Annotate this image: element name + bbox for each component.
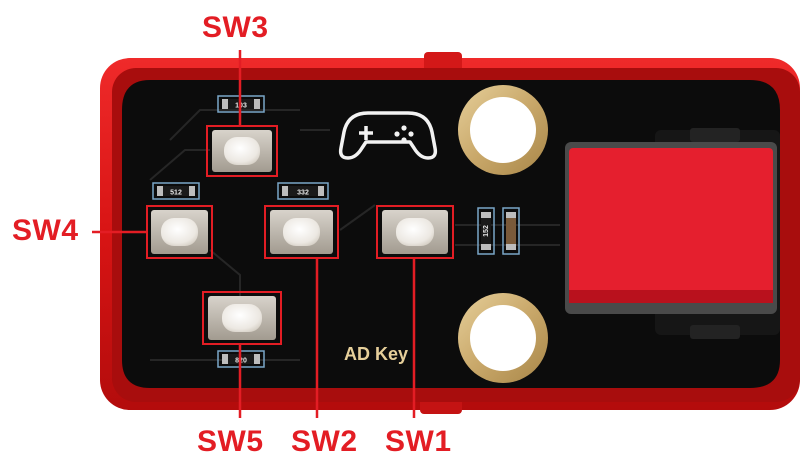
connector-body <box>569 148 773 303</box>
resistor-r3-code: 332 <box>297 190 309 197</box>
mounting-hole-bottom <box>458 293 548 383</box>
capacitor-c1 <box>502 207 520 255</box>
ad-key-label: AD Key <box>344 344 408 364</box>
callout-sw4: SW4 <box>12 214 79 247</box>
switch-sw2 <box>264 205 339 259</box>
callout-sw2: SW2 <box>291 425 358 458</box>
switch-sw4 <box>146 205 213 259</box>
switch-sw3 <box>206 125 278 177</box>
connector-latch-top <box>690 128 740 142</box>
connector-latch-bottom <box>690 325 740 339</box>
switch-sw1 <box>376 205 454 259</box>
connector-body-shade <box>569 290 773 303</box>
callout-sw3: SW3 <box>202 11 269 44</box>
switch-sw5 <box>202 291 282 345</box>
callout-sw5: SW5 <box>197 425 264 458</box>
resistor-r2 <box>152 182 200 200</box>
mounting-hole-top <box>458 85 548 175</box>
resistor-r4-code: 152 <box>483 225 490 237</box>
gamepad-icon <box>338 111 438 160</box>
resistor-r4 <box>477 207 495 255</box>
resistor-r2-code: 512 <box>170 190 182 197</box>
callout-sw1: SW1 <box>385 425 452 458</box>
callout-lines <box>92 50 416 418</box>
resistor-r3 <box>277 182 329 200</box>
